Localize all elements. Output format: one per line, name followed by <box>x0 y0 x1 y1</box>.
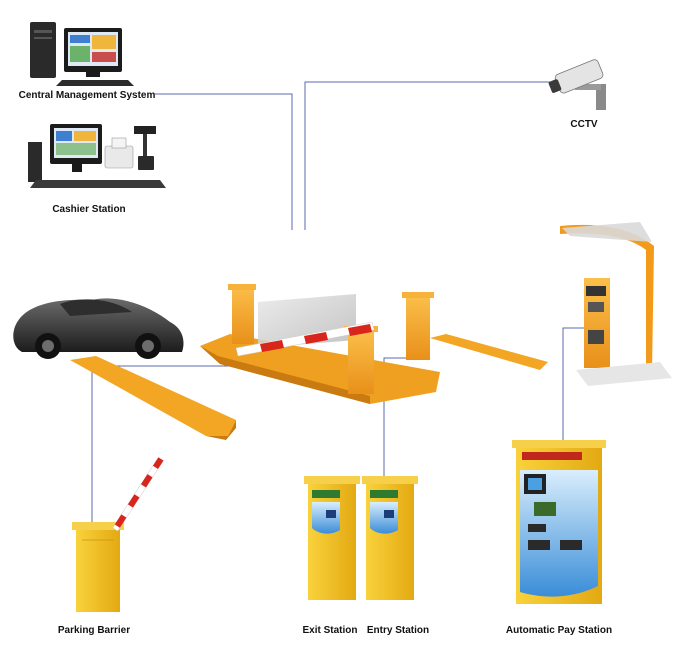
cashier-station-equipment <box>28 124 166 188</box>
entry-station-label: Entry Station <box>367 625 429 636</box>
parking-barrier-label: Parking Barrier <box>58 625 130 636</box>
automatic-pay-station-unit <box>512 440 606 604</box>
line-entry-station <box>383 357 414 480</box>
central-management-computer <box>30 22 134 86</box>
automatic-pay-station-label: Automatic Pay Station <box>506 625 612 636</box>
gate-cabinets <box>228 284 434 394</box>
boom-arm-main <box>235 321 375 357</box>
cctv-camera <box>548 59 606 110</box>
entry-station-unit <box>362 476 418 600</box>
parking-barrier-unit <box>72 457 164 612</box>
covered-pay-kiosk <box>560 222 672 386</box>
cashier-station-label: Cashier Station <box>52 204 125 215</box>
central-management-label: Central Management System <box>19 90 156 101</box>
exit-station-unit <box>304 476 360 600</box>
car <box>13 298 184 359</box>
line-cms-to-gate <box>155 93 293 230</box>
cctv-label: CCTV <box>570 119 598 130</box>
exit-station-label: Exit Station <box>302 625 357 636</box>
line-cctv-to-gate <box>304 81 555 230</box>
